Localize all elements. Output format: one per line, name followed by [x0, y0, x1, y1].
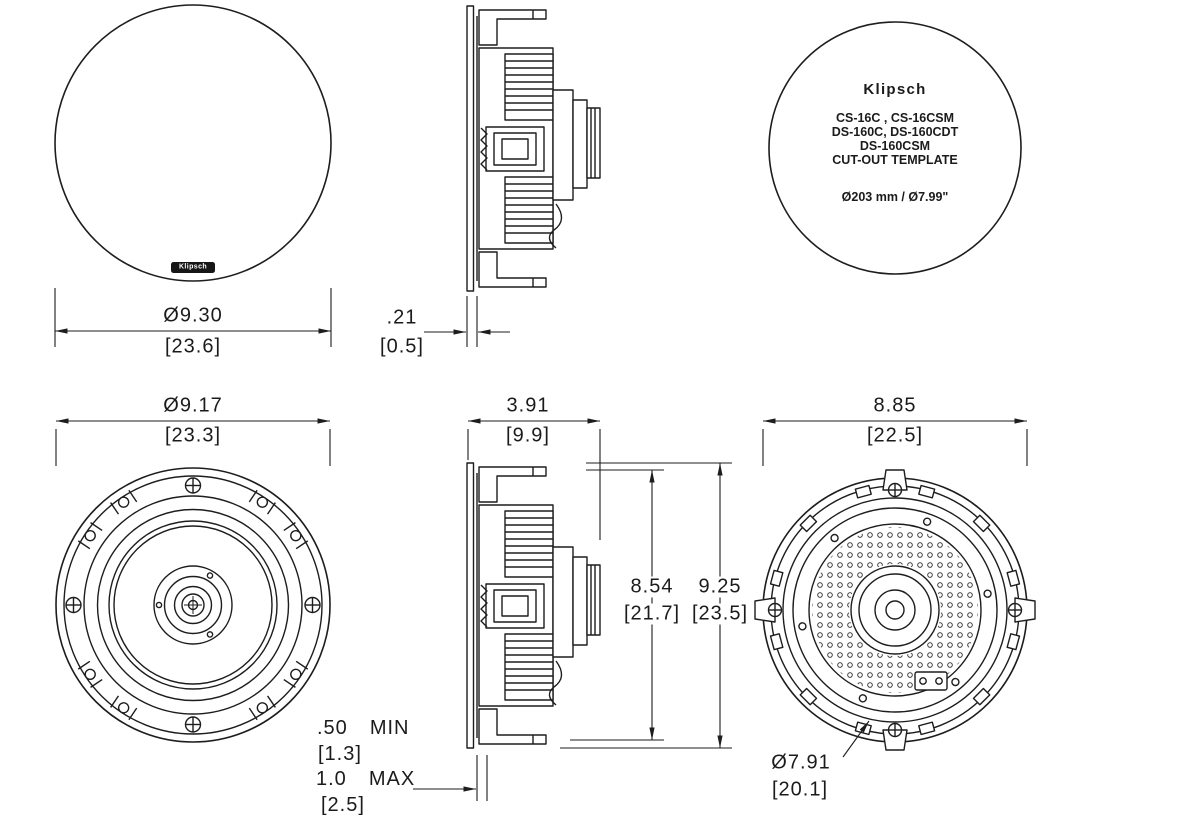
- clamp-tab: [1006, 569, 1021, 587]
- dim-frame-diameter: [55, 418, 331, 466]
- cutout-diameter-inches: Ø7.91: [769, 751, 833, 774]
- tweeter-screw: [205, 630, 215, 639]
- clamp-tab: [972, 514, 991, 533]
- mounting-depth-mm: [9.9]: [504, 424, 552, 447]
- clamp-tab: [769, 569, 784, 587]
- clamp-tab: [854, 484, 872, 499]
- basket-screw: [982, 588, 993, 599]
- ceiling-max-value: 1.0: [316, 768, 347, 790]
- frame-diameter-mm: [23.3]: [162, 424, 224, 447]
- ceiling-min-mm: [1.3]: [318, 743, 362, 765]
- ceiling-min-row: .50 MIN: [317, 718, 409, 739]
- grille-outline: [54, 4, 332, 282]
- speaker-rear-view: [754, 469, 1036, 751]
- klipsch-badge: [171, 262, 215, 273]
- template-brand: Klipsch: [863, 81, 927, 98]
- basket-screw: [949, 676, 962, 688]
- body-height-inches: 8.54: [628, 575, 676, 598]
- ceiling-min-value: .50: [317, 717, 348, 739]
- cutout-diameter-mm: [20.1]: [769, 778, 831, 801]
- grille-depth-inches: .21: [384, 306, 420, 329]
- template-title: CUT-OUT TEMPLATE: [832, 153, 958, 167]
- grille-depth-mm: [0.5]: [378, 335, 426, 358]
- ceiling-max-mm: [2.5]: [321, 794, 365, 816]
- ceiling-max-row: 1.0 MAX: [316, 769, 415, 790]
- dog-ear-clamp: [1007, 597, 1036, 623]
- template-models-line3: DS-160CSM: [859, 139, 931, 153]
- dim-grille-diameter: [54, 288, 332, 347]
- clamp-tab: [918, 484, 936, 499]
- dog-ear-clamp: [882, 469, 908, 498]
- clamp-tab: [799, 514, 818, 533]
- template-models-line2: DS-160C, DS-160CDT: [831, 125, 959, 139]
- speaker-front-view: [55, 467, 331, 743]
- grille-diameter-inches: Ø9.30: [161, 304, 225, 327]
- mounting-screw: [65, 596, 82, 614]
- dim-cutout-diameter-leader: [842, 720, 870, 758]
- overall-height-inches: 9.25: [696, 575, 744, 598]
- mounting-depth-inches: 3.91: [504, 394, 552, 417]
- grille-side-view: [466, 5, 601, 292]
- template-cutout-size: Ø203 mm / Ø7.99": [841, 190, 949, 204]
- perforation-pattern: [812, 526, 978, 694]
- tweeter-screw: [155, 601, 163, 609]
- dog-ear-clamp: [882, 722, 908, 751]
- template-models-line1: CS-16C , CS-16CSM: [835, 111, 955, 125]
- basket-screw: [857, 693, 869, 704]
- basket-screw: [797, 621, 808, 632]
- dim-ceiling-thickness: [413, 755, 488, 801]
- clamp-tab: [769, 633, 784, 651]
- ceiling-max-qualifier: MAX: [368, 768, 416, 790]
- mounting-screw: [304, 596, 321, 614]
- dim-mounting-depth: [467, 418, 601, 540]
- terminal-post: [919, 677, 927, 685]
- clamp-tab: [799, 687, 818, 706]
- basket-screw: [921, 516, 933, 527]
- ceiling-min-qualifier: MIN: [369, 717, 410, 739]
- tweeter-screw: [205, 571, 215, 580]
- cutout-template-circle: [768, 21, 1022, 275]
- overall-height-mm: [23.5]: [689, 602, 751, 625]
- terminal-block: [914, 671, 948, 691]
- terminal-post: [935, 677, 943, 685]
- dim-grille-depth: [424, 296, 510, 347]
- dog-ear-clamp: [754, 597, 783, 623]
- speaker-side-view: [466, 462, 601, 749]
- mounting-screw: [184, 716, 202, 733]
- grille-diameter-mm: [23.6]: [162, 335, 224, 358]
- clamp-tab: [918, 721, 936, 736]
- frame-diameter-inches: Ø9.17: [161, 394, 225, 417]
- basket-screw: [828, 532, 841, 544]
- grille-front-view: [54, 4, 332, 282]
- grille-badge-label: Klipsch: [178, 263, 208, 271]
- rear-width-inches: 8.85: [871, 394, 919, 417]
- mounting-screw: [184, 477, 202, 494]
- body-height-mm: [21.7]: [621, 602, 683, 625]
- clamp-tab: [1006, 633, 1021, 651]
- rear-width-mm: [22.5]: [864, 424, 926, 447]
- clamp-tab: [972, 687, 991, 706]
- dim-rear-width: [762, 418, 1028, 466]
